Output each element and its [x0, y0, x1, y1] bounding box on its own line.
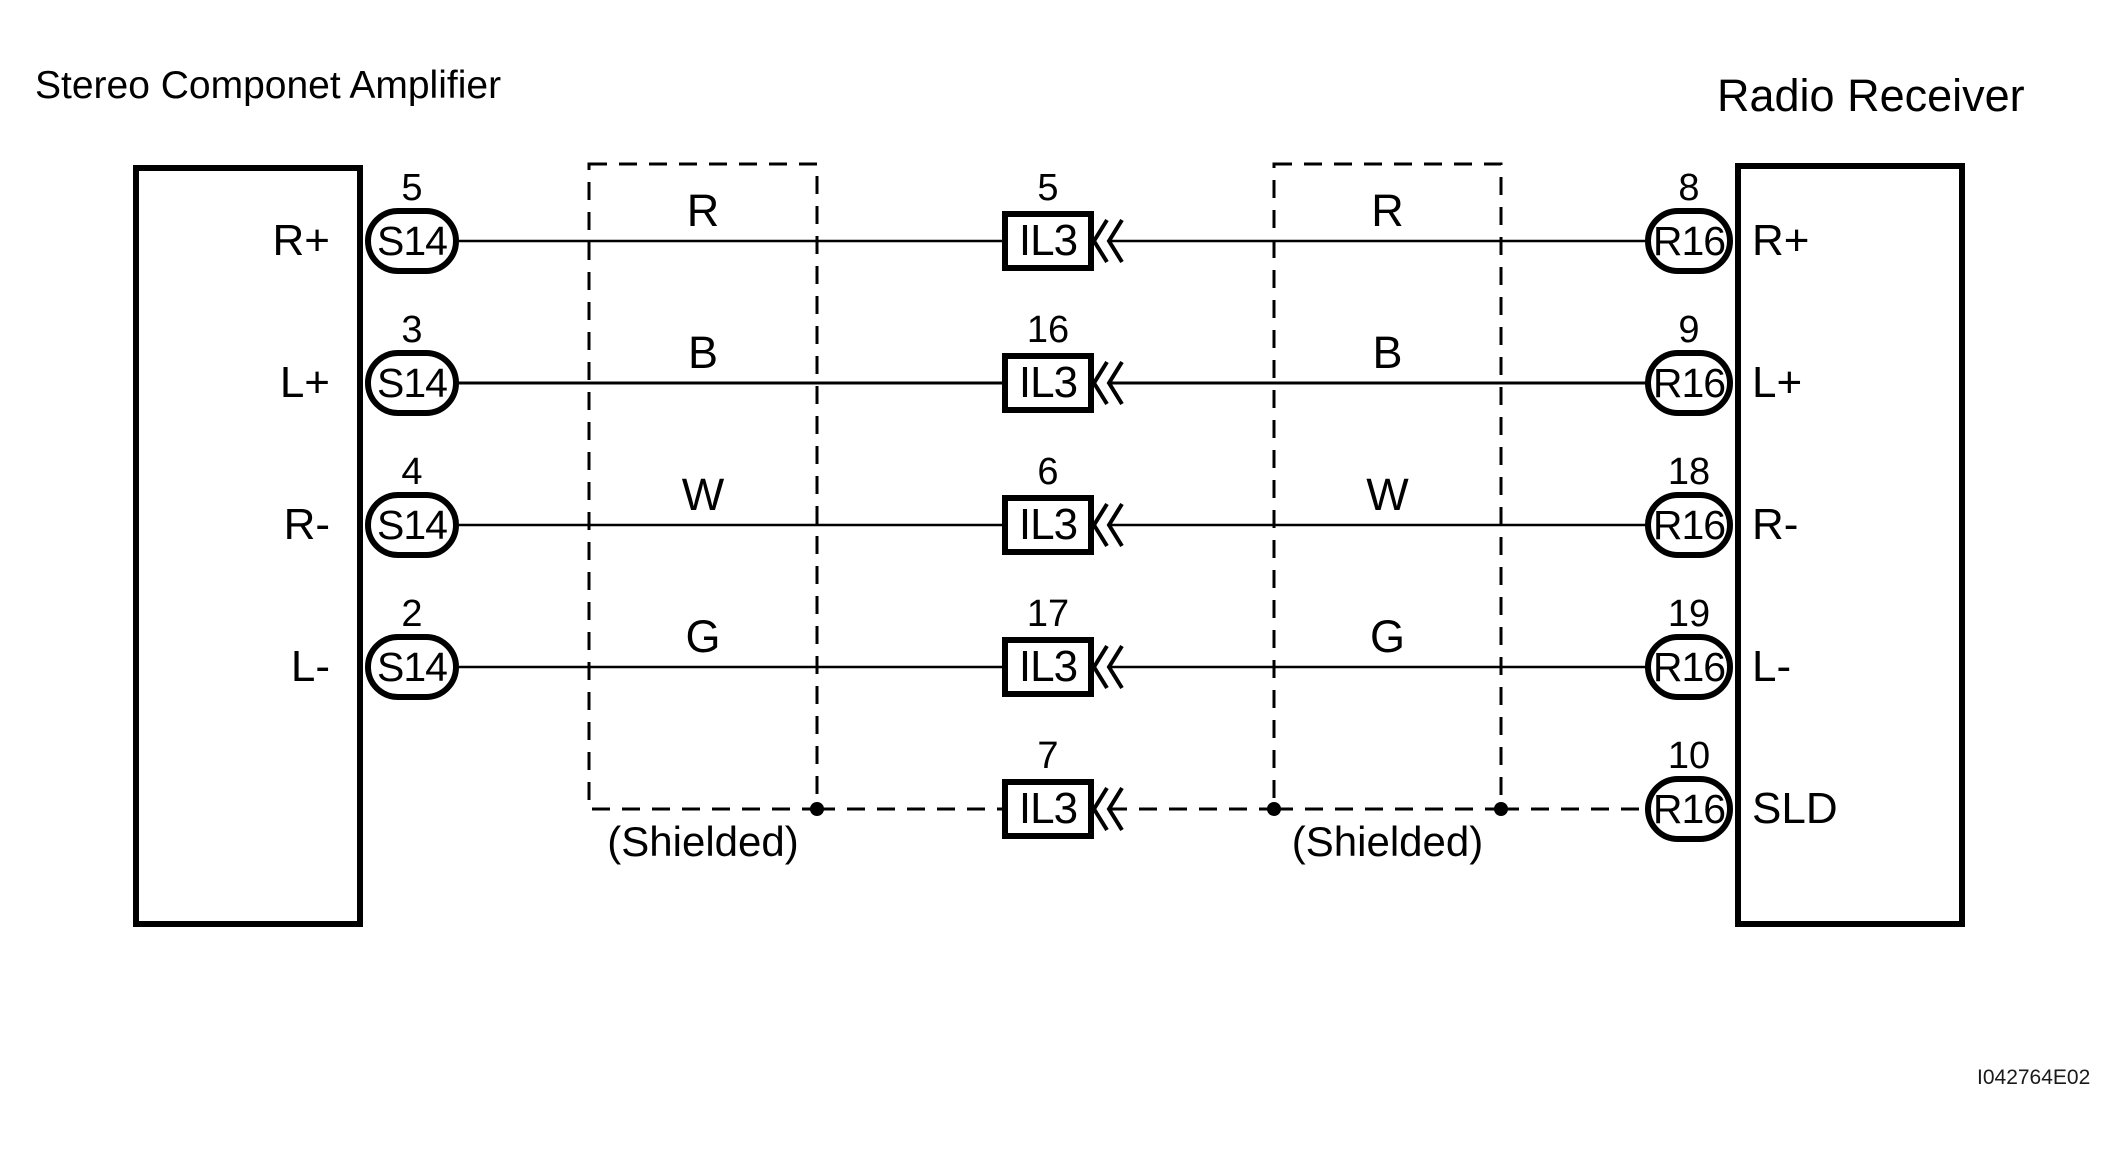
amplifier-pin-label: L-	[290, 642, 330, 691]
junction-pin-number: 5	[1037, 167, 1059, 209]
receiver-connector-oval: R16	[1645, 350, 1733, 416]
wire-color-label-right: G	[1369, 611, 1405, 662]
junction-pin-number: 6	[1037, 451, 1059, 493]
amplifier-pin-label: L+	[279, 358, 330, 407]
junction-pin-number: 16	[1026, 309, 1070, 351]
wire-color-label-right: R	[1371, 185, 1404, 236]
receiver-pin-number: 10	[1667, 735, 1711, 777]
amplifier-pin-number: 3	[401, 309, 423, 351]
receiver-pin-number: 19	[1667, 593, 1711, 635]
wire-color-label-right: B	[1372, 327, 1403, 378]
shield-box-left	[587, 162, 819, 811]
receiver-pin-label: SLD	[1752, 784, 1838, 833]
amplifier-title: Stereo Componet Amplifier	[35, 64, 502, 107]
receiver-pin-label: L+	[1752, 358, 1803, 407]
receiver-pin-label: R+	[1752, 216, 1810, 265]
shield-label-left: (Shielded)	[607, 818, 799, 865]
wire-color-label-left: W	[681, 469, 725, 520]
junction-connector-box: IL3	[1002, 637, 1094, 697]
junction-connector-box: IL3	[1002, 353, 1094, 413]
amplifier-pin-number: 2	[401, 593, 423, 635]
junction-dot	[810, 802, 824, 816]
junction-connector-box: IL3	[1002, 779, 1094, 839]
receiver-connector-oval: R16	[1645, 776, 1733, 842]
amplifier-pin-label: R-	[283, 500, 330, 549]
junction-pin-number: 7	[1037, 735, 1059, 777]
wire-arrow-icon	[1091, 218, 1124, 264]
wire-color-label-right: W	[1366, 469, 1409, 520]
amplifier-box	[133, 165, 363, 927]
wire-color-label-left: R	[686, 185, 720, 236]
wire-arrow-icon	[1091, 502, 1124, 548]
receiver-pin-label: R-	[1752, 500, 1799, 549]
receiver-connector-oval: R16	[1645, 492, 1733, 558]
receiver-pin-label: L-	[1752, 642, 1792, 691]
amplifier-connector-oval: S14	[365, 208, 459, 274]
amplifier-pin-number: 4	[401, 451, 423, 493]
receiver-box	[1735, 163, 1965, 927]
receiver-connector-oval: R16	[1645, 208, 1733, 274]
wire-color-label-left: B	[687, 327, 718, 378]
wire-arrow-icon	[1091, 644, 1124, 690]
junction-connector-box: IL3	[1002, 495, 1094, 555]
wire-arrow-icon	[1091, 786, 1124, 832]
junction-dot	[1494, 802, 1508, 816]
amplifier-connector-oval: S14	[365, 634, 459, 700]
junction-connector-box: IL3	[1002, 211, 1094, 271]
receiver-title: Radio Receiver	[1717, 70, 2025, 121]
junction-dot	[1267, 802, 1281, 816]
receiver-pin-number: 9	[1678, 309, 1700, 351]
shield-box-right	[1272, 162, 1503, 811]
junction-pin-number: 17	[1026, 593, 1070, 635]
amplifier-pin-number: 5	[401, 167, 423, 209]
wire-arrow-icon	[1091, 360, 1124, 406]
amplifier-connector-oval: S14	[365, 492, 459, 558]
receiver-connector-oval: R16	[1645, 634, 1733, 700]
amplifier-connector-oval: S14	[365, 350, 459, 416]
amplifier-pin-label: R+	[272, 216, 330, 265]
receiver-pin-number: 8	[1678, 167, 1700, 209]
figure-id: I042764E02	[1977, 1066, 2091, 1089]
receiver-pin-number: 18	[1667, 451, 1711, 493]
wire-color-label-left: G	[685, 611, 721, 662]
shield-label-right: (Shielded)	[1291, 818, 1484, 865]
